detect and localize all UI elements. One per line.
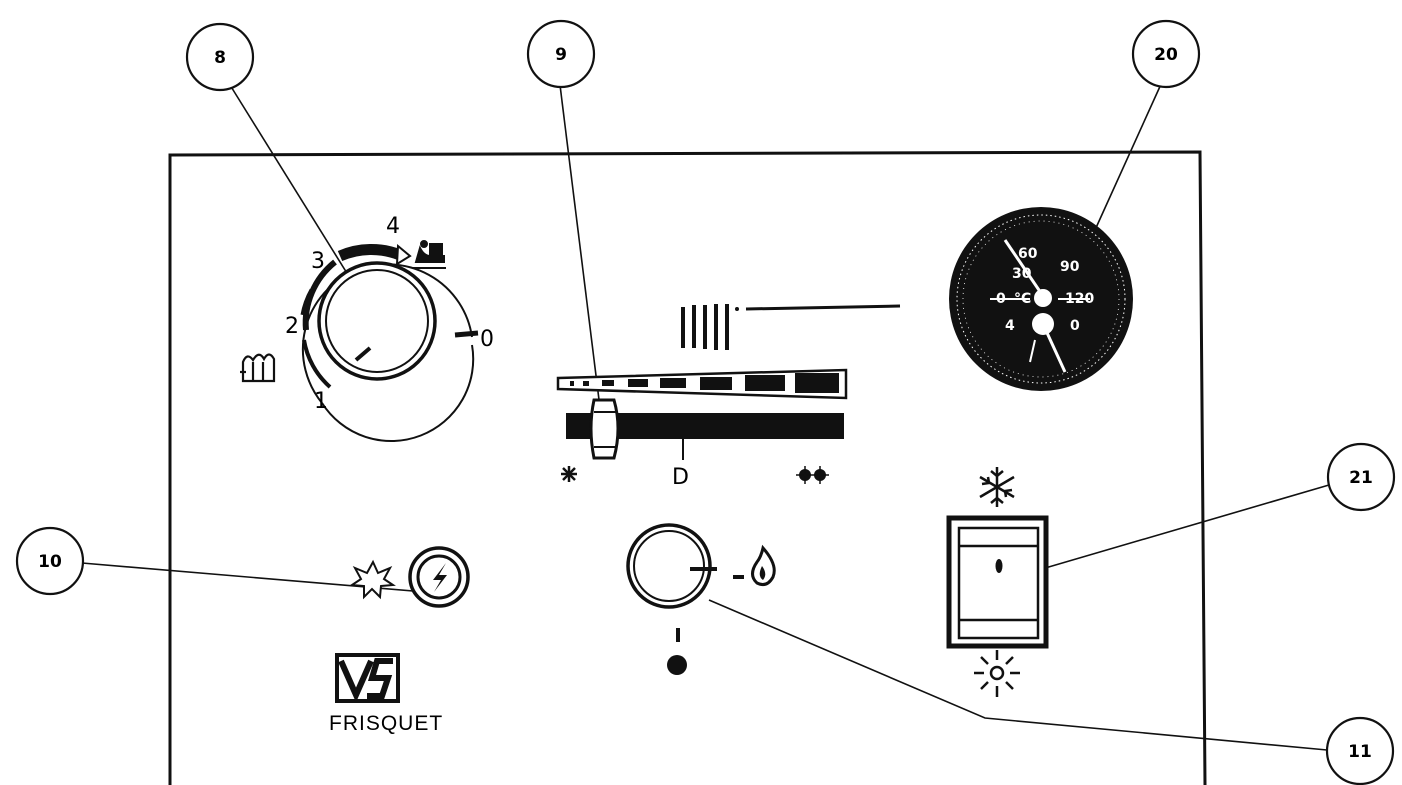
gauge-label-0-lower: 0 <box>1070 318 1080 334</box>
off-position-dot <box>667 655 687 675</box>
callout-label-8: 8 <box>214 48 226 68</box>
dial-mark-2: 2 <box>285 314 299 339</box>
dial-mark-3: 3 <box>311 249 325 274</box>
callout-label-11: 11 <box>1348 742 1372 762</box>
mode-selector-slider[interactable]: D <box>556 304 901 490</box>
callout-8: 8 <box>185 22 369 308</box>
burner-switch[interactable] <box>626 523 776 675</box>
callout-label-10: 10 <box>38 552 62 572</box>
reset-button[interactable] <box>408 546 470 608</box>
thermometer-gauge: 30 60 90 0 °C 120 4 0 <box>949 207 1133 391</box>
lightning-icon <box>433 563 447 592</box>
callout-9: 9 <box>526 19 604 433</box>
callout-20: 20 <box>1094 19 1201 231</box>
slider-hatching <box>681 304 729 350</box>
temperature-dial[interactable]: 1 2 3 4 0 <box>285 214 494 443</box>
comfort-icon <box>796 466 829 484</box>
callout-21: 21 <box>1010 442 1396 579</box>
dial-mark-1: 1 <box>314 389 328 414</box>
callout-11: 11 <box>708 599 1395 785</box>
frisquet-logo: FRISQUET <box>329 653 443 735</box>
callout-label-9: 9 <box>555 45 567 65</box>
slider-wedge-marks <box>570 373 839 393</box>
frisquet-logo-mark <box>335 653 400 703</box>
snowflake-small-icon <box>561 466 577 482</box>
hot-water-tap-icon <box>412 240 446 269</box>
rocker-indicator <box>995 559 1003 573</box>
snowflake-icon <box>979 467 1015 507</box>
flame-icon <box>751 544 776 586</box>
reset-star-icon <box>349 559 396 600</box>
brand-name: FRISQUET <box>329 712 443 735</box>
slider-center-mark: D <box>672 465 689 490</box>
slider-handle[interactable] <box>589 398 620 460</box>
dial-pointer <box>354 346 372 362</box>
gauge-label-60: 60 <box>1018 246 1038 262</box>
callout-label-20: 20 <box>1154 45 1178 65</box>
radiator-icon <box>240 353 276 383</box>
gauge-label-90: 90 <box>1060 259 1080 275</box>
sun-icon <box>974 650 1020 697</box>
dial-mark-4: 4 <box>386 214 400 239</box>
dial-mark-0: 0 <box>480 327 494 352</box>
gauge-label-4: 4 <box>1005 318 1015 334</box>
season-rocker-switch[interactable] <box>946 515 1049 649</box>
callout-label-21: 21 <box>1349 468 1373 488</box>
control-panel <box>168 150 1207 785</box>
